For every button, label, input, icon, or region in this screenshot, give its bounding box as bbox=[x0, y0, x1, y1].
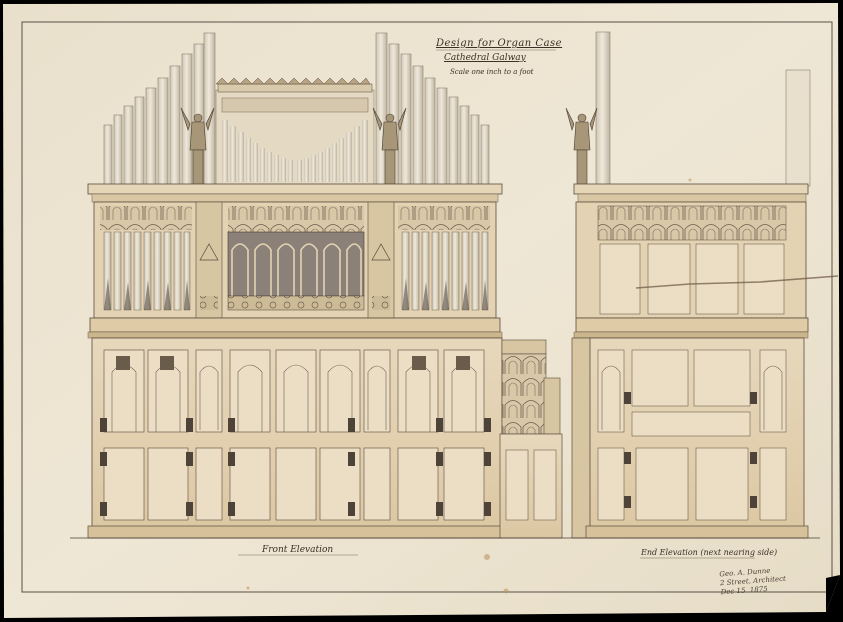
angel-figure-left bbox=[180, 107, 215, 185]
drawing-scale-note: Scale one inch to a foot bbox=[450, 68, 534, 76]
end-elevation bbox=[565, 31, 839, 539]
angel-figure-end bbox=[565, 107, 598, 187]
front-lower-case bbox=[87, 337, 505, 539]
paper-crease bbox=[635, 275, 839, 289]
drawing-frame bbox=[21, 21, 833, 593]
drawing-subtitle: Cathedral Galway bbox=[444, 53, 526, 63]
end-elevation-label: End Elevation (next nearing side) bbox=[641, 548, 778, 557]
architect-signature: Geo. A. Dunne 2 Street, Architect Dec 15… bbox=[719, 566, 787, 598]
front-elevation bbox=[87, 32, 563, 539]
front-impost-band bbox=[89, 317, 501, 333]
front-elevation-label: Front Elevation bbox=[262, 545, 334, 555]
front-upper-case bbox=[93, 201, 497, 319]
foxing-stains bbox=[246, 178, 692, 594]
front-cornice bbox=[87, 183, 503, 195]
central-pipe-flat bbox=[215, 77, 375, 188]
front-side-rail bbox=[499, 339, 563, 539]
drawing-title: Design for Organ Case bbox=[436, 38, 563, 49]
torn-corner bbox=[826, 575, 840, 612]
